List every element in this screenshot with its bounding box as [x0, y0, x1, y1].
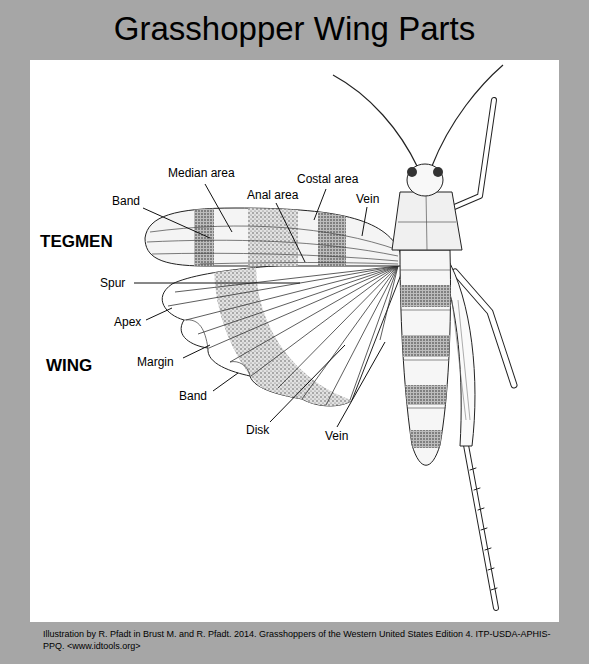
part-label: Apex — [114, 315, 141, 329]
structure-heading: TEGMEN — [40, 232, 113, 252]
pronotum — [392, 192, 462, 250]
tegmen-veins — [147, 226, 398, 264]
eye — [407, 167, 417, 177]
part-label: Spur — [100, 276, 125, 290]
abdomen-stripes — [395, 270, 455, 448]
figure-caption: Illustration by R. Pfadt in Brust M. and… — [43, 628, 558, 652]
page-title: Grasshopper Wing Parts — [0, 10, 589, 48]
tegmen-band — [248, 200, 298, 270]
part-label: Vein — [325, 429, 348, 443]
leader-line — [270, 345, 345, 422]
leader-line — [213, 373, 238, 391]
part-label: Disk — [246, 423, 269, 437]
part-label: Band — [112, 194, 140, 208]
pronotum-ridges — [398, 192, 456, 250]
picture-panel — [30, 60, 559, 622]
grasshopper-body — [333, 65, 514, 608]
part-label: Vein — [356, 192, 379, 206]
eye — [433, 167, 443, 177]
leader-line — [276, 203, 305, 262]
structure-heading: WING — [46, 356, 92, 376]
leader-line — [362, 207, 367, 236]
wing-veins — [168, 266, 398, 405]
part-label: Band — [179, 389, 207, 403]
leader-line — [314, 189, 326, 220]
head — [407, 164, 443, 196]
antenna — [333, 65, 503, 168]
leader-line — [183, 345, 210, 358]
leader-line — [205, 184, 232, 232]
leader-lines — [134, 184, 385, 427]
part-label: Anal area — [247, 188, 298, 202]
leader-line — [134, 283, 300, 284]
leader-line — [143, 208, 210, 238]
wing-margin-fold — [184, 320, 250, 376]
part-label: Costal area — [297, 172, 358, 186]
leader-line — [337, 342, 385, 427]
part-label: Margin — [137, 355, 174, 369]
part-label: Median area — [168, 166, 235, 180]
leader-line — [146, 308, 172, 320]
femur-lines — [452, 300, 470, 420]
tegmen — [145, 200, 402, 270]
